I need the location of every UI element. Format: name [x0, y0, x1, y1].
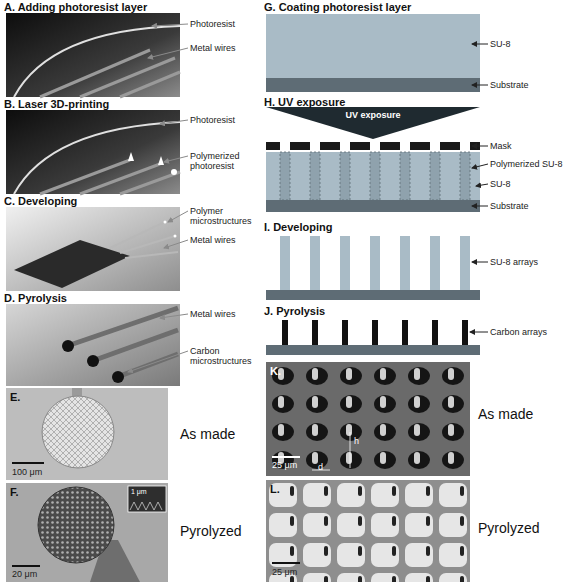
scale-label: 100 μm: [12, 467, 42, 477]
uv-label: UV exposure: [266, 110, 480, 120]
part-label: Polymerized photoresist: [190, 151, 262, 171]
panel-heading: F.: [10, 486, 19, 498]
panel-heading: E.: [10, 391, 20, 403]
layer-label: Polymerized SU-8: [490, 159, 564, 169]
panel-heading: K.: [270, 365, 281, 377]
part-label: Metal wires: [190, 309, 262, 319]
process-panel: D. Pyrolysis: [4, 292, 182, 387]
panel-heading: C. Developing: [4, 195, 77, 207]
process-panel: K.As made: [266, 362, 470, 476]
part-label: Polymer microstructures: [190, 206, 262, 226]
layer-label: SU-8: [490, 39, 564, 49]
scale-label: 25 μm: [272, 460, 297, 470]
layer-label: SU-8: [490, 179, 564, 189]
process-panel: J. Pyrolysis: [264, 305, 482, 357]
layer-label: Carbon arrays: [490, 327, 564, 337]
process-panel: L.Pyrolyzed: [266, 480, 470, 582]
dimension-label: d: [318, 462, 323, 472]
panel-heading: D. Pyrolysis: [4, 292, 67, 304]
panel-caption: As made: [180, 426, 235, 442]
process-panel: I. Developing: [264, 221, 482, 302]
panel-caption: Pyrolyzed: [478, 520, 539, 536]
scale-label: 25 μm: [272, 567, 297, 577]
part-label: Metal wires: [190, 235, 262, 245]
part-label: Photoresist: [190, 19, 262, 29]
panel-heading: J. Pyrolysis: [264, 305, 325, 317]
panel-heading: I. Developing: [264, 221, 332, 233]
panel-heading: A. Adding photoresist layer: [4, 1, 147, 13]
dimension-label: h: [354, 436, 359, 446]
panel-heading: G. Coating photoresist layer: [264, 1, 411, 13]
panel-heading: B. Laser 3D-printing: [4, 98, 109, 110]
panel-caption: Pyrolyzed: [180, 523, 241, 539]
part-label: Metal wires: [190, 43, 262, 53]
layer-label: Mask: [490, 141, 564, 151]
panel-heading: L.: [270, 483, 280, 495]
process-panel: H. UV exposure: [264, 96, 482, 214]
scale-label: 1 μm: [131, 488, 147, 496]
process-panel: F.Pyrolyzed: [6, 483, 168, 582]
process-panel: C. Developing: [4, 195, 182, 292]
layer-label: Substrate: [490, 201, 564, 211]
layer-label: SU-8 arrays: [490, 257, 564, 267]
panel-heading: H. UV exposure: [264, 96, 345, 108]
process-panel: B. Laser 3D-printing: [4, 98, 182, 195]
process-panel: G. Coating photoresist layer: [264, 1, 482, 94]
panel-caption: As made: [478, 406, 533, 422]
layer-label: Substrate: [490, 80, 564, 90]
scale-label: 20 μm: [12, 569, 37, 579]
part-label: Carbon microstructures: [190, 346, 262, 366]
process-panel: E.As made: [6, 388, 168, 480]
part-label: Photoresist: [190, 115, 262, 125]
process-panel: A. Adding photoresist layer: [4, 1, 182, 98]
